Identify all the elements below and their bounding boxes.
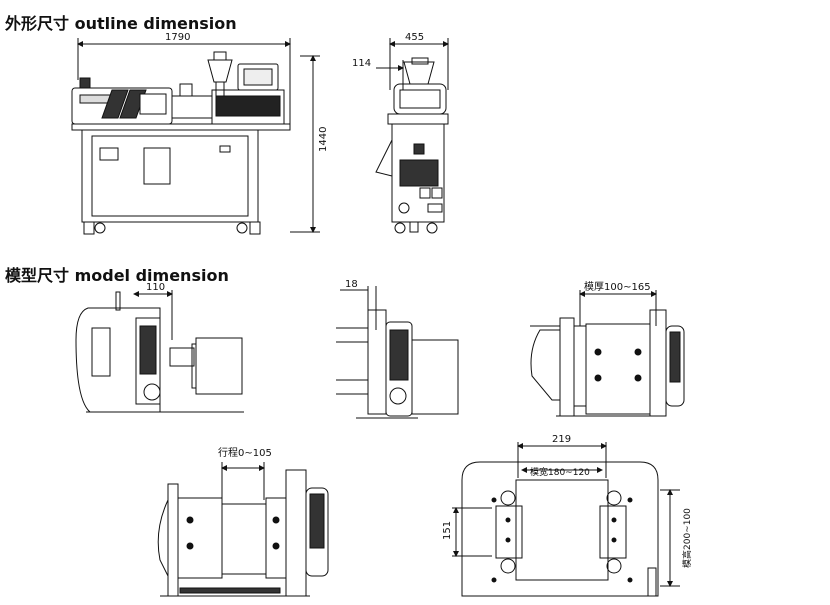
model-view-plate-gap	[336, 286, 459, 419]
side-view	[375, 38, 449, 234]
plate-gap-dim: 18	[345, 279, 358, 290]
model-view-platen	[452, 442, 680, 597]
model-dimension-heading: 模型尺寸 model dimension	[5, 266, 229, 285]
side-width-dim: 455	[405, 32, 424, 43]
side-offset-dim: 114	[352, 58, 371, 69]
model-view-mold-thickness	[530, 290, 685, 417]
mold-width-dim: 模宽180~120	[530, 466, 590, 478]
front-width-dim: 1790	[165, 32, 190, 43]
model-view-nozzle	[75, 290, 244, 413]
mold-thickness-dim: 模厚100~165	[584, 281, 651, 293]
nozzle-offset-dim: 110	[146, 282, 165, 293]
platen-width-dim: 219	[552, 434, 571, 445]
height-dim: 1440	[318, 127, 329, 152]
stroke-dim: 行程0~105	[218, 446, 272, 459]
outline-dimension-heading: 外形尺寸 outline dimension	[5, 14, 237, 33]
mold-height-left-dim: 151	[442, 521, 453, 540]
front-view	[71, 38, 320, 235]
model-view-stroke	[157, 462, 329, 597]
mold-height-right-dim: 模高200~100	[681, 508, 693, 568]
